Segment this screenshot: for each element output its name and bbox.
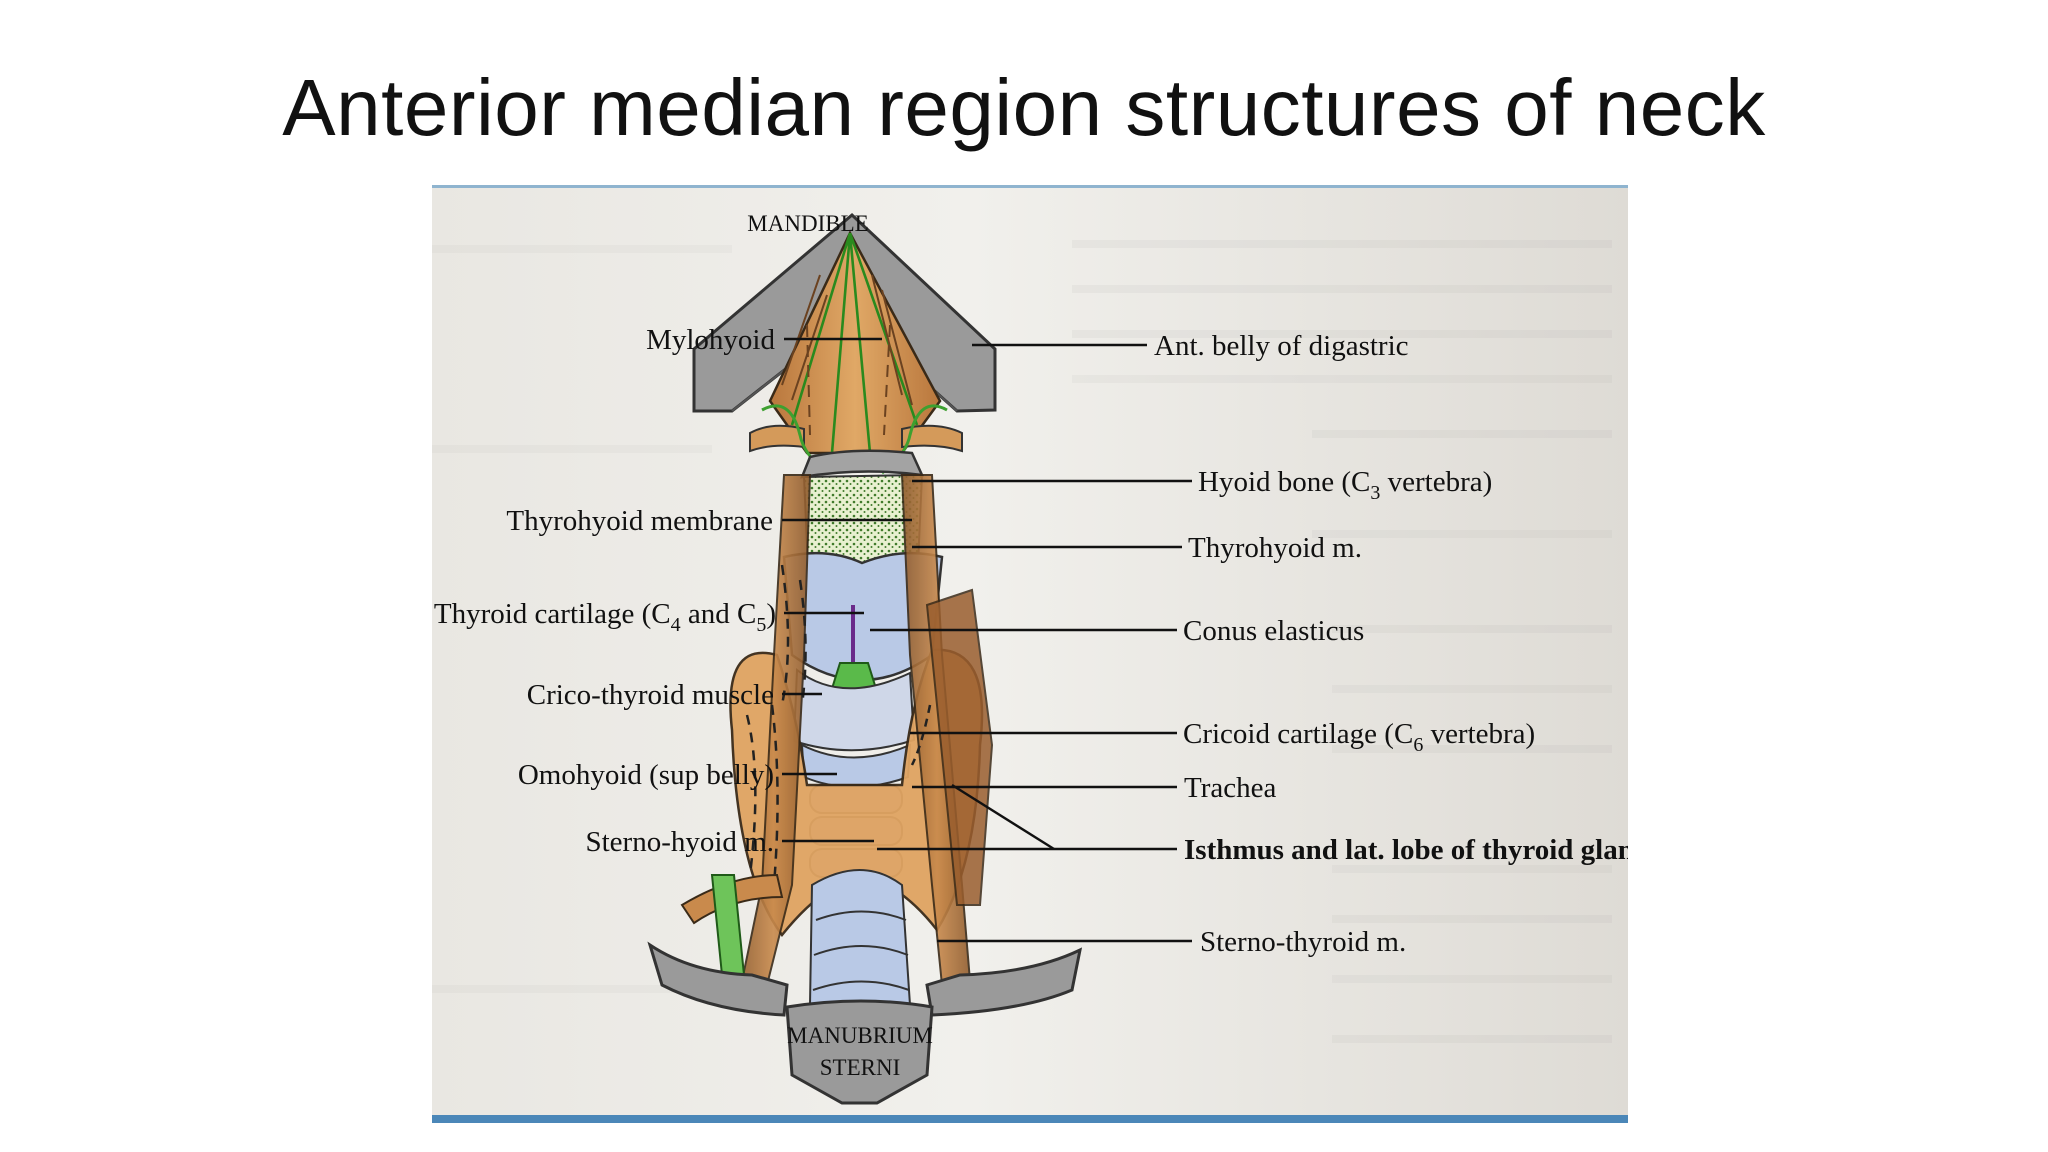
label-cricoid-cartilage: Cricoid cartilage (C6 vertebra) [1183,718,1535,756]
strap-muscles [735,474,994,1006]
trachea-lower [808,869,912,1019]
label-sterni: STERNI [820,1055,901,1080]
clavicles [647,941,1083,1017]
bleed-through-text [432,240,1612,1043]
label-sterno-hyoid: Sterno-hyoid m. [586,826,775,858]
leader-lines [782,337,1192,943]
label-crico-thyroid: Crico-thyroid muscle [527,679,774,711]
label-mandible: MANDIBLE [747,211,868,236]
label-sterno-thyroid: Sterno-thyroid m. [1200,926,1406,958]
label-mylohyoid: Mylohyoid [646,324,775,356]
label-thyrohyoid-m: Thyrohyoid m. [1188,532,1362,564]
label-conus-elasticus: Conus elasticus [1183,615,1364,647]
label-trachea: Trachea [1184,772,1276,804]
label-manubrium: MANUBRIUM [787,1023,933,1048]
cricoid-cartilage [792,668,916,788]
label-hyoid-bone: Hyoid bone (C3 vertebra) [1198,466,1492,504]
slide-title: Anterior median region structures of nec… [282,63,1766,152]
label-thyrohyoid-membrane: Thyrohyoid membrane [506,505,773,537]
label-ant-belly-digastric: Ant. belly of digastric [1154,330,1409,362]
label-omohyoid: Omohyoid (sup belly) [518,759,774,791]
manubrium-sterni [785,999,934,1105]
label-isthmus-thyroid: Isthmus and lat. lobe of thyroid gland [1184,834,1628,866]
label-thyroid-cartilage: Thyroid cartilage (C4 and C5) [434,598,776,636]
neck-diagram: MANDIBLE Mylohyoid Ant. belly of digastr… [432,185,1628,1123]
